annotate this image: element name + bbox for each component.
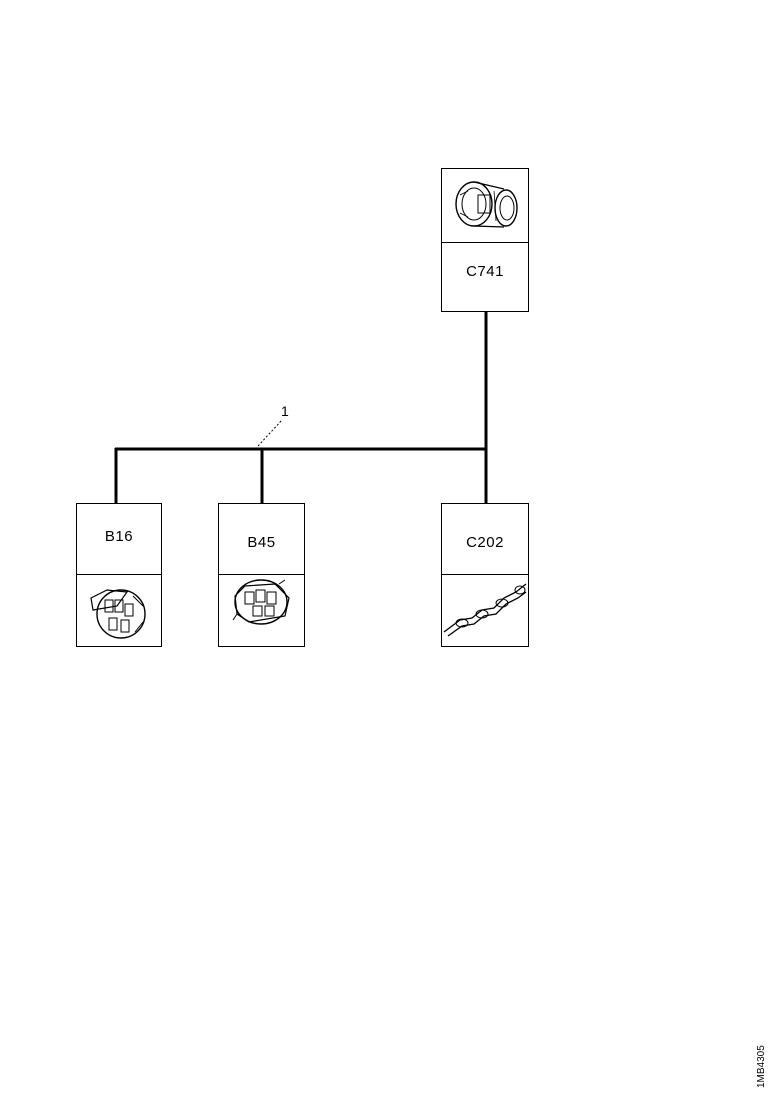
round-connector-icon — [442, 171, 528, 241]
connector-divider — [219, 574, 304, 575]
multi-pin-connector-icon — [219, 576, 304, 646]
connector-b16: B16 — [76, 503, 162, 647]
connector-label: B16 — [104, 528, 134, 545]
connector-c202: C202 — [441, 503, 529, 647]
connector-label: C202 — [466, 534, 504, 551]
reference-code: 1MB4305 — [756, 1045, 767, 1088]
connector-label: C741 — [466, 263, 504, 280]
connector-c741: C741 — [441, 168, 529, 312]
connector-divider — [77, 574, 161, 575]
connector-divider — [442, 242, 528, 243]
multi-pin-connector-icon — [77, 576, 161, 646]
wire-label: 1 — [281, 403, 289, 419]
connector-divider — [442, 574, 528, 575]
connector-b45: B45 — [218, 503, 305, 647]
connector-label: B45 — [247, 534, 276, 551]
inline-splice-connector-icon — [442, 576, 528, 646]
wire-label-leader — [257, 419, 283, 447]
